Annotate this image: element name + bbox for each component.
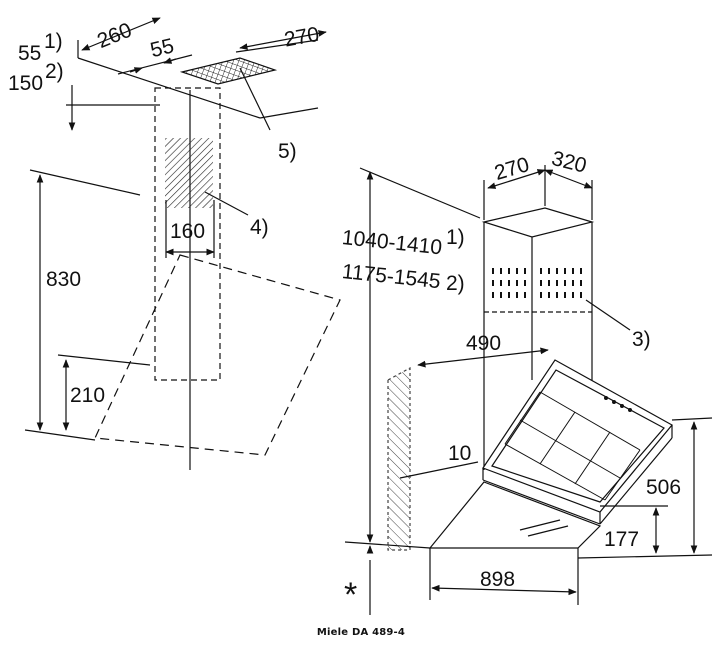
callout-5: 5)	[278, 140, 297, 163]
hood-edge	[599, 437, 673, 525]
glass-reflection	[527, 525, 569, 537]
dimension-320-line	[544, 169, 593, 189]
left-view	[24, 17, 341, 470]
chimney-outline	[154, 87, 221, 381]
arrow	[129, 67, 143, 74]
extension-line	[24, 429, 96, 441]
label-830: 830	[46, 268, 81, 291]
label-160: 160	[170, 220, 205, 243]
label-150-sup: 2)	[45, 60, 64, 83]
extension-line	[577, 554, 713, 559]
reference-line	[344, 541, 431, 549]
label-177: 177	[604, 528, 639, 551]
label-210: 210	[70, 384, 105, 407]
extension-line	[57, 354, 151, 366]
label-270-right: 270	[492, 153, 532, 185]
extension-line	[29, 169, 141, 196]
asterisk-mark: *	[344, 576, 357, 614]
label-55-side-sup: 1)	[44, 30, 63, 53]
control-panel	[604, 396, 632, 412]
extension-line	[259, 107, 319, 119]
label-320: 320	[549, 147, 589, 178]
label-1040-1410: 1040-1410	[341, 226, 443, 259]
callout-3-leader	[585, 299, 631, 331]
canopy-outline	[94, 254, 341, 456]
hood-inner	[491, 369, 665, 503]
chimney-top	[481, 207, 595, 238]
diagram-caption: Miele DA 489-4	[316, 627, 406, 638]
label-150: 150	[8, 72, 43, 95]
extension-line	[671, 417, 713, 421]
left-view-labels: 260 270 55 55 1) 150 2) 5) 4) 160 830 21…	[8, 19, 321, 407]
callout-5-leader	[239, 67, 271, 131]
extension-line	[359, 167, 481, 219]
label-1040-1410-sup: 1)	[446, 226, 465, 249]
right-view	[344, 165, 713, 615]
dimension-55-line	[117, 54, 193, 75]
glass-reflection	[519, 519, 561, 531]
ceiling-grille	[179, 57, 278, 85]
grease-filter	[504, 391, 641, 501]
dimension-270-line	[487, 169, 546, 189]
callout-4: 4)	[250, 216, 269, 239]
right-view-labels: 270 320 1040-1410 1) 1175-1545 2) 3) 490…	[341, 147, 681, 614]
dimension-260-line	[81, 17, 161, 51]
vent-slots	[492, 268, 582, 298]
label-260: 260	[94, 19, 135, 53]
label-506: 506	[646, 476, 681, 499]
vent-area	[490, 262, 586, 302]
dimension-10-line	[399, 461, 479, 479]
wall-hatch	[387, 366, 411, 551]
label-1175-1545-sup: 2)	[446, 272, 465, 295]
label-10: 10	[448, 442, 471, 465]
hood-edge	[482, 479, 601, 525]
callout-3: 3)	[632, 328, 651, 351]
arrow	[163, 57, 177, 64]
dimension-490-line	[417, 347, 549, 368]
chimney-hatch	[165, 138, 213, 208]
label-55-side: 55	[18, 42, 41, 65]
callout-4-leader	[204, 191, 249, 216]
label-270-top: 270	[283, 23, 322, 52]
label-490: 490	[466, 332, 501, 355]
label-1175-1545: 1175-1545	[341, 260, 442, 293]
label-898: 898	[480, 568, 515, 591]
dimension-270-line	[239, 30, 327, 50]
label-55-top: 55	[148, 34, 176, 62]
dimension-898-line	[431, 584, 577, 596]
